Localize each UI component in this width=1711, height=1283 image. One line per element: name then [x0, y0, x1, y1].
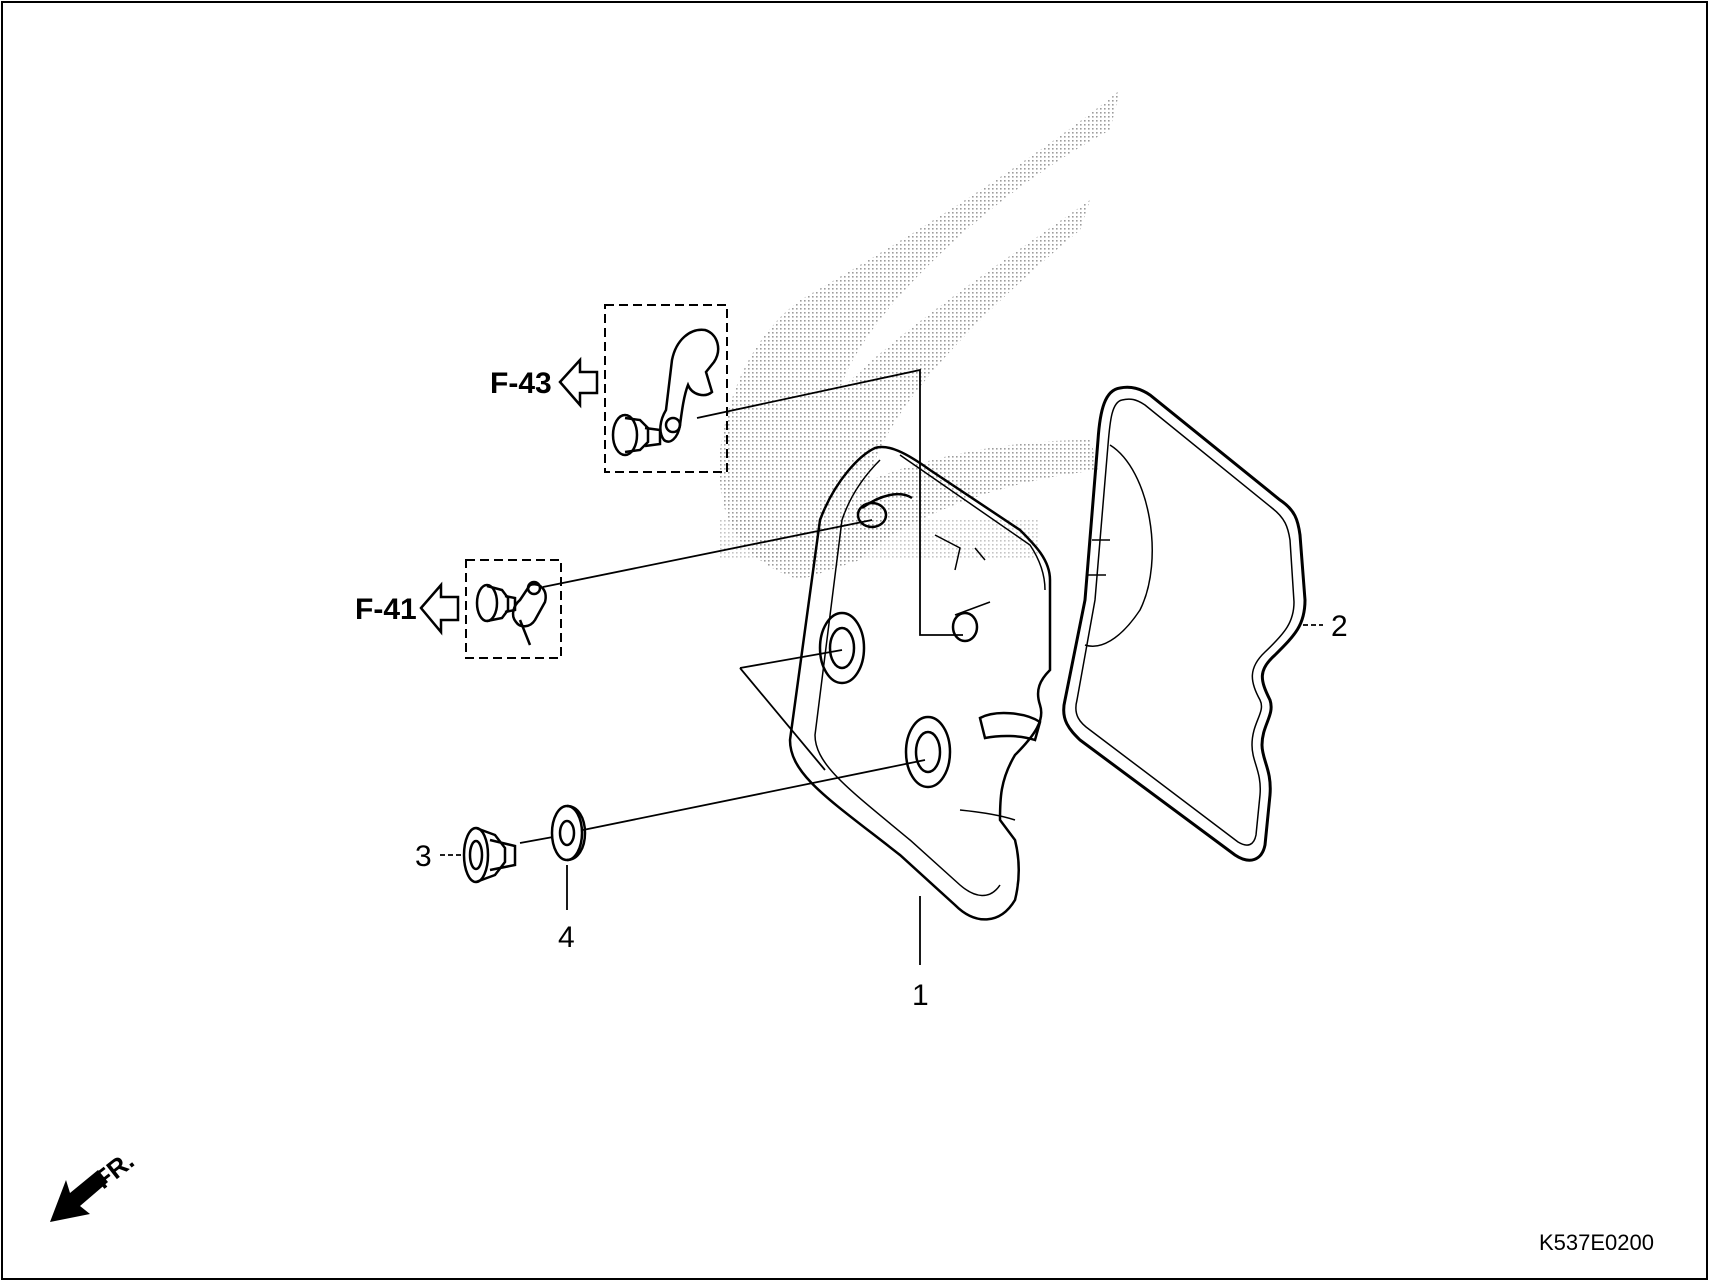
f43-arrow	[558, 356, 599, 409]
f41-arrow	[419, 581, 460, 636]
f41-hardware-drawing	[475, 580, 547, 646]
part-number-2: 2	[1331, 610, 1348, 643]
f43-hardware-drawing	[611, 328, 720, 457]
leader-lines	[440, 368, 1323, 965]
part-number-4: 4	[558, 921, 575, 954]
f41-reference-box	[465, 559, 562, 659]
reference-label-f43[interactable]: F-43	[490, 367, 552, 400]
flange-bolt-drawing	[462, 826, 517, 884]
washer-drawing	[550, 804, 587, 862]
f43-reference-box	[604, 304, 728, 473]
cylinder-head-cover-drawing	[788, 445, 1052, 921]
part-number-3: 3	[415, 840, 432, 873]
diagram-code: K537E0200	[1539, 1230, 1654, 1255]
part-number-1: 1	[912, 979, 929, 1012]
front-direction-arrow-icon	[50, 1170, 108, 1222]
gasket-drawing	[1062, 385, 1307, 862]
reference-label-f41[interactable]: F-41	[355, 593, 417, 626]
